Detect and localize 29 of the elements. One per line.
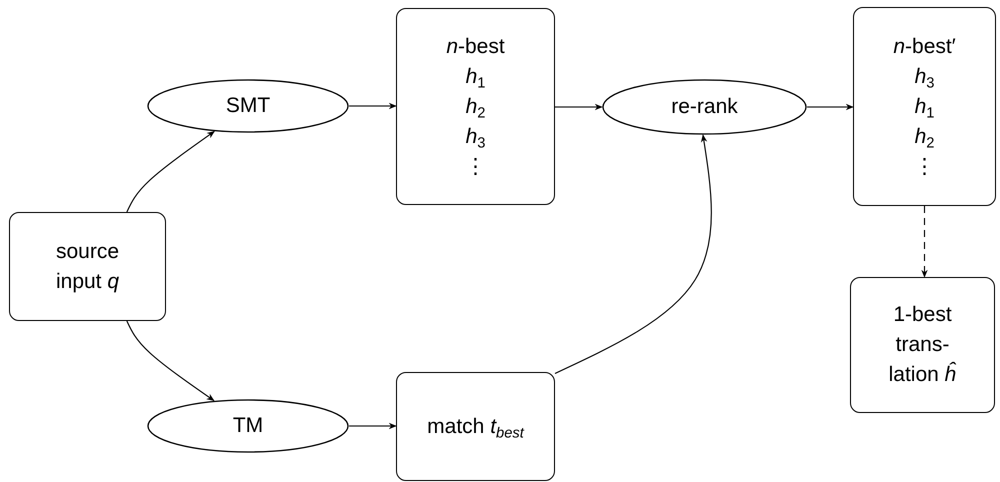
node-label: h$_{3}$ bbox=[914, 64, 936, 92]
node-label: 1-best trans- lation ĥ bbox=[888, 302, 958, 388]
node-label: re-rank bbox=[671, 94, 738, 120]
arrow bbox=[349, 102, 397, 110]
node-label: h$_{1}$ bbox=[914, 94, 936, 122]
node-label: ⋮ bbox=[464, 154, 487, 180]
process-box bbox=[853, 7, 996, 206]
process-box bbox=[396, 8, 555, 205]
arrow bbox=[126, 320, 215, 402]
arrow bbox=[555, 104, 603, 110]
node-label: ⋮ bbox=[913, 154, 936, 180]
node-label: h$_{2}$ bbox=[914, 124, 936, 152]
node-label: SMT bbox=[226, 93, 270, 119]
node-label: h$_{3}$ bbox=[464, 124, 486, 152]
arrow bbox=[349, 422, 397, 430]
arrow bbox=[126, 131, 215, 212]
arrow bbox=[554, 134, 712, 374]
process-box bbox=[850, 277, 995, 413]
node-label: n-best′ bbox=[892, 34, 957, 60]
node-label: n-best bbox=[445, 34, 506, 60]
node-label: match t$_{best}$ bbox=[426, 414, 526, 442]
process-box bbox=[9, 212, 166, 321]
process-box bbox=[396, 372, 555, 481]
node-label: TM bbox=[232, 413, 264, 439]
node-label: source input q bbox=[54, 238, 120, 294]
node-label: h$_{1}$ bbox=[464, 64, 486, 92]
arrow bbox=[807, 104, 854, 110]
node-label: h$_{2}$ bbox=[464, 94, 486, 122]
arrow bbox=[921, 206, 928, 278]
